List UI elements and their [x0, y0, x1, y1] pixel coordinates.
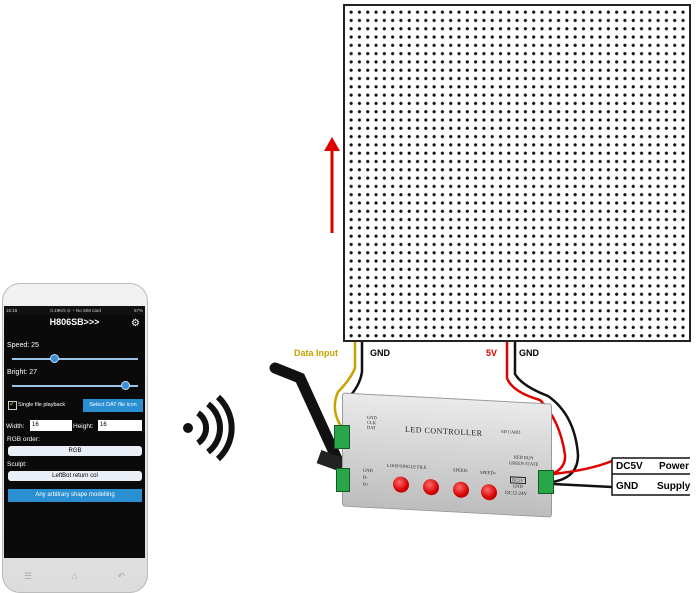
gnd-label-power: GND	[519, 348, 539, 358]
power-spec-range: DC12-24V	[505, 491, 528, 498]
led-controller-box: LED CONTROLLER SD CARD GND CLK DAT GND D…	[342, 392, 552, 518]
direction-arrow-icon	[324, 137, 340, 233]
terminal-top-labels: GND CLK DAT	[367, 415, 377, 431]
speed-label-row: Speed: 25	[7, 342, 39, 349]
phone-screen: 15:16 0.19K/s ⊙ ◔ No SIM card 67% H806SB…	[4, 306, 145, 558]
term-dat: DAT	[367, 424, 376, 431]
status-led-labels: RED RUN GREEN STATE	[509, 454, 538, 468]
sd-card-label: SD CARD	[501, 428, 521, 435]
bright-slider-knob[interactable]	[121, 381, 131, 390]
green-state-label: GREEN STATE	[509, 460, 539, 467]
speed-label: Speed:	[7, 342, 30, 349]
width-label: Width:	[6, 423, 25, 430]
status-battery: 67%	[133, 308, 143, 313]
rgb-order-label: RGB order:	[7, 436, 40, 443]
speed-minus-button[interactable]	[453, 481, 469, 499]
speed-value: 25	[31, 342, 39, 349]
select-dat-button[interactable]: Select DAT file icon	[83, 399, 143, 412]
btn-label-speed-plus: SPEED+	[480, 469, 497, 476]
status-time: 15:16	[6, 308, 18, 313]
speed-slider[interactable]	[12, 358, 138, 360]
height-input[interactable]: 16	[98, 420, 142, 431]
rgb-order-select[interactable]: RGB	[8, 446, 142, 456]
dc5v-label: DC5V	[616, 461, 643, 472]
bright-value: 27	[29, 369, 37, 376]
btn-label-speed-minus: SPEED-	[453, 467, 469, 474]
5v-label: 5V	[486, 348, 498, 358]
led-matrix-panel	[343, 4, 691, 342]
width-input[interactable]: 16	[30, 420, 72, 431]
data-terminal-block	[334, 425, 350, 449]
speed-plus-button[interactable]	[481, 483, 497, 501]
height-label: Height:	[73, 423, 94, 430]
speed-slider-knob[interactable]	[49, 354, 59, 363]
power-terminal-block	[538, 470, 554, 494]
status-bar: 15:16 0.19K/s ⊙ ◔ No SIM card 67%	[4, 306, 145, 315]
term-left-dplus: D+	[363, 481, 369, 487]
gnd-supply-label: GND	[616, 481, 639, 492]
status-network: 0.19K/s ⊙ ◔ No SIM card	[50, 307, 101, 313]
shape-modelling-button[interactable]: Any arbitrary shape modelling	[8, 489, 142, 502]
single-file-label: Single file playback	[18, 402, 66, 408]
checkmark-icon: ✓	[9, 399, 16, 408]
terminal-left-labels: GND D- D+	[363, 467, 373, 489]
power-label: Power	[659, 461, 690, 472]
supply-label: Supply	[657, 481, 691, 492]
controller-title: LED CONTROLLER	[405, 424, 483, 438]
sculpt-label: Sculpt:	[7, 461, 27, 468]
app-title: H806SB>>>	[49, 317, 100, 327]
loop-single-button[interactable]	[393, 476, 409, 494]
bright-label: Bright:	[7, 369, 28, 376]
btn-label-loop: LOOP/SINGLE FILE	[387, 462, 427, 470]
wifi-signal-icon	[183, 395, 235, 462]
back-icon[interactable]: ↶	[117, 570, 125, 581]
bright-slider[interactable]	[12, 385, 138, 387]
mode-button[interactable]	[423, 478, 439, 496]
power-spec-gnd: GND	[513, 483, 523, 489]
home-icon[interactable]: ⌂	[72, 571, 78, 581]
single-file-checkbox[interactable]: ✓	[8, 399, 17, 410]
phone-nav-bar: ☰ ⌂ ↶	[4, 565, 145, 587]
data-input-label: Data Input	[294, 348, 338, 358]
sculpt-select[interactable]: LeftBot return col	[8, 471, 142, 481]
bright-label-row: Bright: 27	[7, 369, 37, 376]
menu-icon[interactable]: ☰	[23, 570, 33, 581]
left-terminal-block	[336, 468, 350, 492]
gnd-label-data: GND	[370, 348, 390, 358]
gear-icon[interactable]: ⚙	[131, 318, 140, 329]
